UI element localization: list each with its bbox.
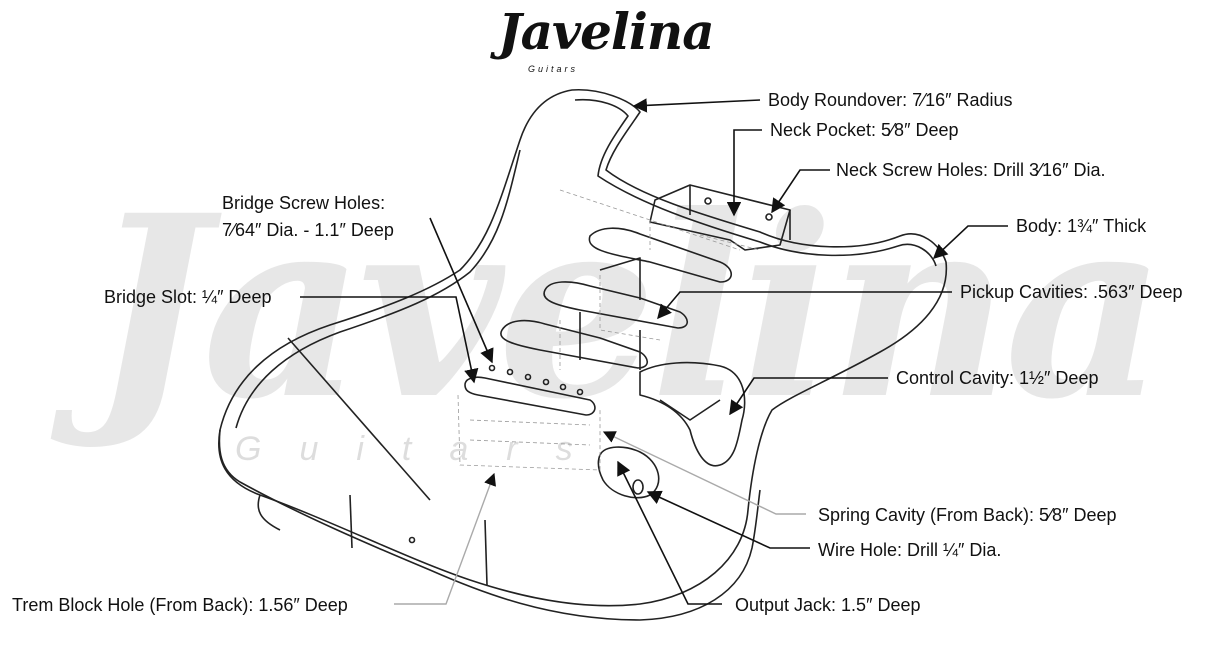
brand-logo: Javelina: [498, 2, 715, 61]
leader-control-cavity: [729, 377, 888, 416]
leader-body-roundover: [632, 98, 761, 113]
leader-wire-hole: [646, 490, 810, 549]
leader-output-jack: [617, 460, 722, 605]
body-outline: [218, 89, 948, 607]
leader-bridge-slot: [300, 296, 479, 384]
pickup-cavity-3: [500, 319, 649, 369]
leader-bridge-screw-holes: [429, 217, 494, 364]
output-jack: [597, 446, 660, 499]
body-side-edge: [218, 429, 761, 621]
leader-neck-screw-holes: [771, 169, 830, 214]
pickup-cavity-1: [588, 227, 733, 283]
label-output-jack: Output Jack: 1.5″ Deep: [735, 595, 921, 615]
label-body-thickness: Body: 1¾″ Thick: [1016, 216, 1147, 236]
leader-neck-pocket: [726, 129, 762, 217]
neck-pocket: [649, 184, 791, 251]
bridge-slot: [464, 376, 596, 416]
label-spring-cavity: Spring Cavity (From Back): 5⁄8″ Deep: [818, 505, 1117, 525]
label-trem-block-hole: Trem Block Hole (From Back): 1.56″ Deep: [12, 595, 348, 615]
label-neck-screw-holes: Neck Screw Holes: Drill 3⁄16″ Dia.: [836, 160, 1106, 180]
bridge-screw-holes: [488, 364, 584, 396]
watermark-logo: Javelina: [90, 160, 1166, 454]
label-bridge-slot: Bridge Slot: ¼″ Deep: [104, 287, 272, 307]
label-control-cavity: Control Cavity: 1½″ Deep: [896, 368, 1099, 388]
label-body-roundover: Body Roundover: 7⁄16″ Radius: [768, 90, 1013, 110]
leader-body: [932, 225, 1008, 259]
brand-logo-sub: Guitars: [528, 64, 579, 74]
leader-trem-block-hole: [394, 472, 496, 605]
control-cavity: [639, 361, 746, 467]
watermark-sub: Guitars: [235, 430, 611, 468]
pickup-cavity-2: [543, 281, 689, 329]
leader-spring-cavity: [602, 431, 806, 515]
label-neck-pocket: Neck Pocket: 5⁄8″ Deep: [770, 120, 959, 140]
label-pickup-cavities: Pickup Cavities: .563″ Deep: [960, 282, 1183, 302]
label-bridge-screw-holes-line1: Bridge Screw Holes:: [222, 193, 386, 213]
leader-pickup-cavities: [657, 291, 952, 320]
label-wire-hole: Wire Hole: Drill ¼″ Dia.: [818, 540, 1002, 560]
label-bridge-screw-holes-line2: 7⁄64″ Dia. - 1.1″ Deep: [222, 220, 394, 240]
